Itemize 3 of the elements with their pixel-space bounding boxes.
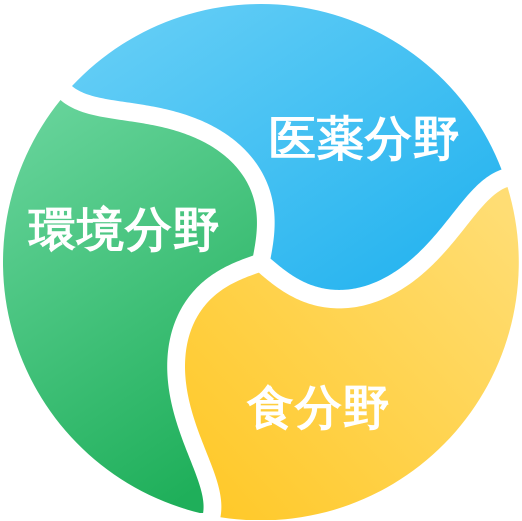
segment-label: 医薬分野: [268, 114, 461, 164]
segment-label: 食分野: [246, 383, 391, 433]
segment-label: 環境分野: [28, 205, 221, 255]
